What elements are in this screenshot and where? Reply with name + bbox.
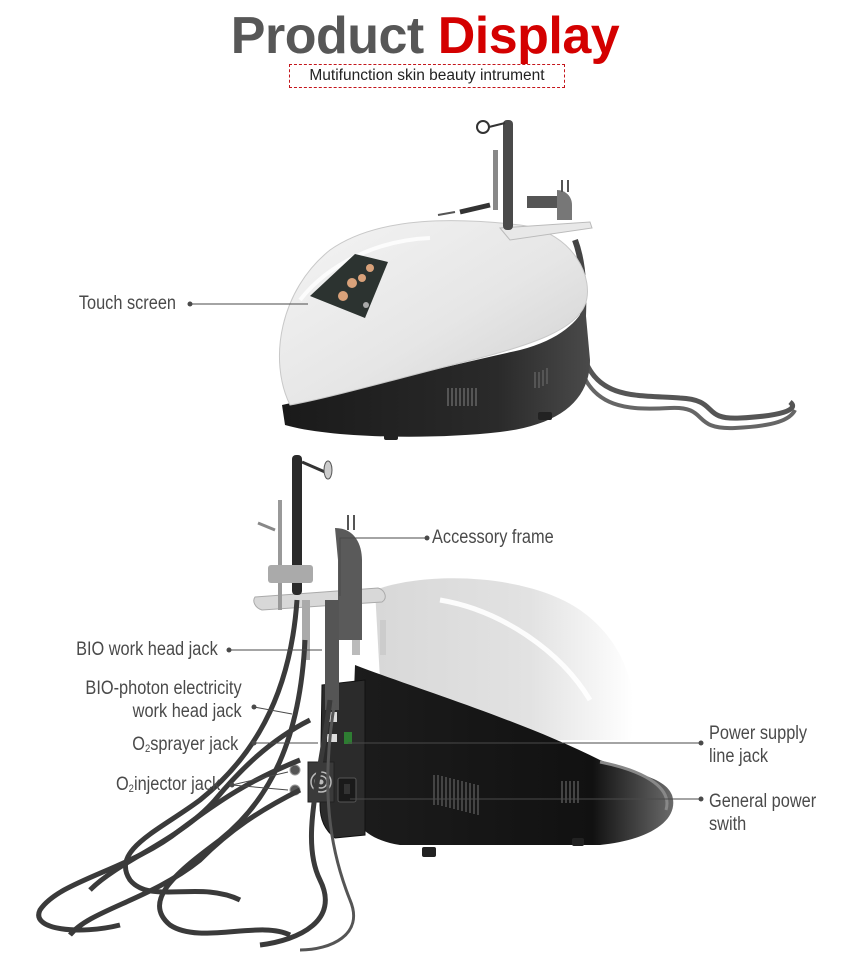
callout-accessory-frame: Accessory frame bbox=[432, 527, 554, 548]
subtitle-box: Mutifunction skin beauty intrument bbox=[289, 64, 565, 88]
callout-o2-injector-jack: O2injector jack bbox=[115, 774, 220, 795]
device-front-view bbox=[279, 120, 797, 440]
callout-bio-photon-jack: BIO-photon electricity work head jack bbox=[86, 677, 242, 723]
callout-general-power-switch: General power swith bbox=[709, 791, 817, 835]
callout-o2-sprayer-jack: O2sprayer jack bbox=[131, 734, 238, 755]
page-title: Product Display bbox=[0, 6, 850, 66]
title-word-product: Product bbox=[230, 7, 424, 65]
callout-power-supply-line-jack: Power supply line jack bbox=[709, 723, 808, 767]
callout-bio-photon-line1: BIO-photon electricity bbox=[85, 678, 242, 699]
callout-touch-screen: Touch screen bbox=[78, 293, 176, 314]
device-rear-view bbox=[36, 455, 674, 952]
title-word-display: Display bbox=[437, 7, 620, 65]
callout-bio-photon-line2: work head jack bbox=[133, 701, 242, 722]
callout-bio-work-head-jack: BIO work head jack bbox=[76, 639, 218, 660]
